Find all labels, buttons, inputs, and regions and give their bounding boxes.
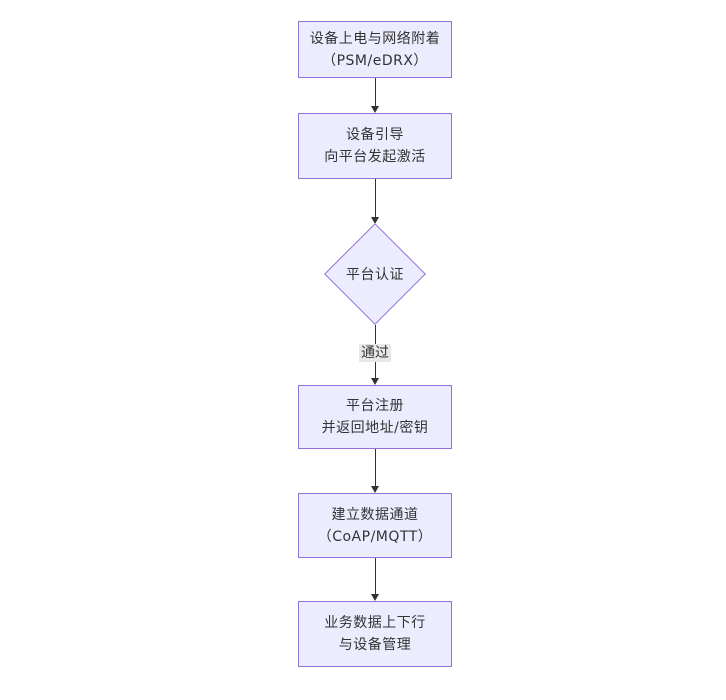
node-label-line: （PSM/eDRX） [322,52,428,69]
edge-line [374,558,376,594]
node-label-line: 设备引导 [346,127,404,143]
node-label-line: （CoAP/MQTT） [317,528,433,545]
arrowhead-down-icon [371,486,379,493]
edge-line [374,449,376,486]
arrowhead-down-icon [371,594,379,601]
node-label-line: 平台认证 [346,267,404,283]
node-data-channel: 建立数据通道 （CoAP/MQTT） [298,493,452,558]
node-label-line: 建立数据通道 [331,506,419,523]
edge-data-channel-to-business-data [370,558,380,601]
node-platform-register: 平台注册 并返回地址/密钥 [298,385,452,449]
node-label-line: 向平台发起激活 [324,149,426,165]
edge-bootstrap-to-platform-auth [370,179,380,224]
edge-line [374,179,376,217]
arrowhead-down-icon [371,106,379,113]
node-label-line: 设备上电与网络附着 [309,30,441,47]
node-label-line: 与设备管理 [338,637,412,653]
edge-label-pass: 通过 [359,344,391,362]
node-label-line: 平台注册 [346,398,404,414]
edge-power-attach-to-bootstrap [370,78,380,113]
arrowhead-down-icon [371,378,379,385]
node-power-attach: 设备上电与网络附着 （PSM/eDRX） [298,21,452,78]
node-label-line: 并返回地址/密钥 [321,420,429,436]
edge-platform-register-to-data-channel [370,449,380,493]
node-platform-auth: 平台认证 [324,223,426,325]
arrowhead-down-icon [371,217,379,224]
node-label-line: 业务数据上下行 [324,615,426,631]
edge-line [374,78,376,106]
node-business-data: 业务数据上下行 与设备管理 [298,601,452,667]
node-bootstrap: 设备引导 向平台发起激活 [298,113,452,179]
